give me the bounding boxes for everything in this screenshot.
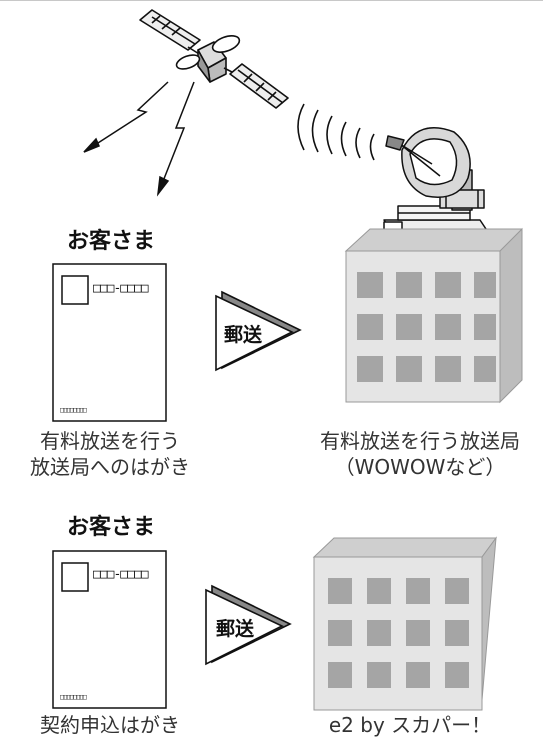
building-caption: （WOWOWなど） bbox=[334, 455, 506, 479]
satellite-icon bbox=[139, 9, 289, 109]
card-caption: 契約申込はがき bbox=[40, 713, 180, 737]
building-caption: e2 by スカパー！ bbox=[328, 713, 492, 737]
postcard-icon bbox=[52, 550, 167, 709]
postal-code: □□□-□□□□ bbox=[93, 567, 149, 582]
postal-code: □□□-□□□□ bbox=[93, 281, 149, 296]
arrow-icon bbox=[205, 584, 292, 666]
card-caption: 有料放送を行う bbox=[40, 429, 180, 453]
sender-postal-code: □□□□□□□□ bbox=[60, 406, 87, 414]
arrow-label: 郵送 bbox=[224, 324, 263, 346]
top-divider bbox=[0, 0, 543, 1]
card-caption: 放送局へのはがき bbox=[30, 455, 190, 479]
sender-label: お客さま bbox=[66, 229, 155, 254]
sender-label: お客さま bbox=[66, 515, 155, 540]
sender-postal-code: □□□□□□□□ bbox=[60, 693, 87, 701]
signal-wave-icon bbox=[297, 103, 375, 161]
lightning-signal-icon bbox=[83, 81, 195, 197]
postcard-icon bbox=[52, 263, 167, 422]
building-icon bbox=[312, 536, 497, 711]
arrow-label: 郵送 bbox=[216, 618, 255, 640]
satellite-dish-icon bbox=[383, 127, 489, 241]
arrow-icon bbox=[215, 290, 302, 372]
building-icon bbox=[344, 227, 523, 404]
building-caption: 有料放送を行う放送局 bbox=[320, 429, 520, 453]
